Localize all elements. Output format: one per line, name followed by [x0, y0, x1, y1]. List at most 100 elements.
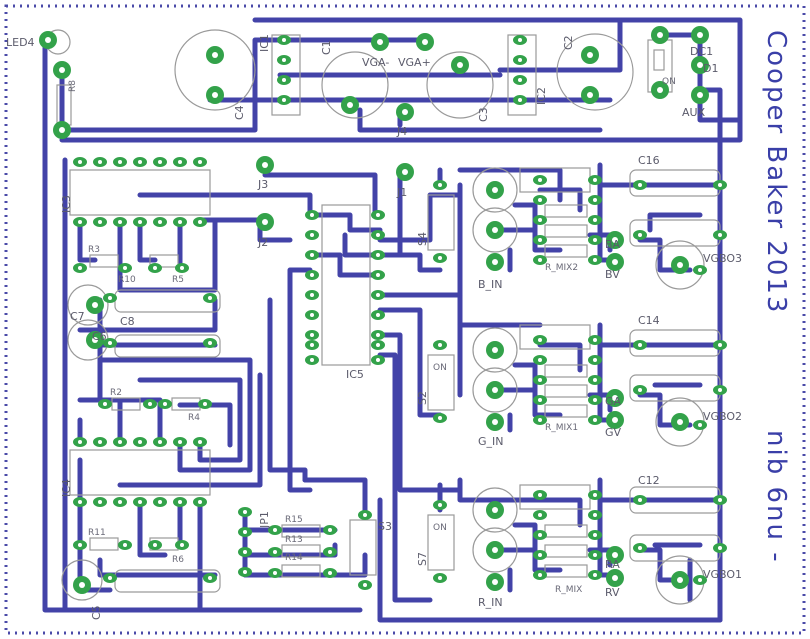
label-ic3: IC3	[60, 195, 73, 213]
drill-hole	[92, 337, 98, 343]
drill-hole	[612, 552, 618, 558]
drill-hole	[593, 493, 597, 497]
drill-hole	[593, 533, 597, 537]
drill-hole	[492, 347, 498, 353]
label-r5: R5	[172, 275, 184, 285]
drill-hole	[98, 220, 102, 224]
drill-hole	[198, 220, 202, 224]
drill-hole	[273, 571, 277, 575]
label-c5: C5	[90, 605, 103, 620]
drill-hole	[538, 218, 542, 222]
drill-hole	[538, 238, 542, 242]
drill-hole	[138, 160, 142, 164]
drill-hole	[98, 500, 102, 504]
drill-hole	[698, 423, 702, 427]
drill-hole	[492, 419, 498, 425]
drill-hole	[118, 500, 122, 504]
drill-hole	[677, 262, 683, 268]
drill-hole	[593, 378, 597, 382]
drill-hole	[118, 220, 122, 224]
drill-hole	[78, 500, 82, 504]
labels: LED4 R8 C4 IC1 C1 VGA- VGA+ C3 IC2 C2 DC…	[6, 30, 791, 620]
label-c6: C6	[92, 330, 107, 343]
label-r8: R8	[68, 80, 78, 92]
drill-hole	[376, 213, 380, 217]
label-aux: AUX	[682, 106, 706, 119]
drill-hole	[697, 62, 703, 68]
drill-hole	[78, 160, 82, 164]
label-c12: C12	[638, 474, 660, 487]
label-c7: C7	[70, 310, 85, 323]
label-d1: D1	[703, 62, 718, 75]
label-ra: RA	[605, 558, 620, 571]
drill-hole	[657, 87, 663, 93]
label-j1: J1	[396, 186, 407, 199]
drill-hole	[718, 233, 722, 237]
label-c8: C8	[120, 315, 135, 328]
drill-hole	[518, 58, 522, 62]
label-c1: C1	[320, 40, 333, 55]
drill-hole	[718, 498, 722, 502]
drill-hole	[78, 266, 82, 270]
drill-hole	[78, 440, 82, 444]
drill-hole	[208, 296, 212, 300]
label-on-s2: ON	[433, 363, 447, 373]
drill-hole	[158, 220, 162, 224]
drill-hole	[376, 273, 380, 277]
label-ic5: IC5	[346, 368, 364, 381]
label-j4: J4	[396, 125, 407, 138]
drill-hole	[492, 387, 498, 393]
label-ba: BA	[605, 238, 621, 251]
drill-hole	[638, 546, 642, 550]
drill-hole	[593, 573, 597, 577]
drill-hole	[538, 338, 542, 342]
drill-hole	[422, 39, 428, 45]
drill-hole	[153, 266, 157, 270]
drill-hole	[612, 575, 618, 581]
drill-hole	[118, 440, 122, 444]
label-r3: R3	[88, 245, 100, 255]
drill-hole	[347, 102, 353, 108]
drill-hole	[198, 500, 202, 504]
drill-hole	[273, 528, 277, 532]
label-r13: R13	[285, 535, 303, 545]
drill-hole	[538, 533, 542, 537]
drill-hole	[438, 343, 442, 347]
drill-hole	[538, 178, 542, 182]
credit-prefix: nib 6nu -	[761, 430, 791, 564]
label-on-s7: ON	[433, 523, 447, 533]
label-jp1: JP1	[258, 511, 271, 529]
drill-hole	[438, 503, 442, 507]
drill-hole	[593, 258, 597, 262]
drill-hole	[593, 553, 597, 557]
drill-hole	[697, 32, 703, 38]
drill-hole	[98, 160, 102, 164]
drill-hole	[123, 266, 127, 270]
drill-hole	[677, 577, 683, 583]
drill-hole	[593, 338, 597, 342]
drill-hole	[612, 237, 618, 243]
drill-hole	[657, 32, 663, 38]
drill-hole	[212, 92, 218, 98]
drill-hole	[492, 259, 498, 265]
drill-hole	[98, 440, 102, 444]
drill-hole	[178, 440, 182, 444]
drill-hole	[78, 220, 82, 224]
drill-hole	[203, 402, 207, 406]
label-rv: RV	[605, 586, 620, 599]
drill-hole	[638, 388, 642, 392]
label-on-dc1: ON	[662, 77, 676, 87]
label-ic2: IC2	[535, 87, 548, 105]
drill-hole	[180, 543, 184, 547]
drill-hole	[103, 402, 107, 406]
drill-hole	[208, 576, 212, 580]
drill-hole	[638, 498, 642, 502]
label-c14: C14	[638, 314, 660, 327]
drill-hole	[612, 395, 618, 401]
drill-hole	[457, 62, 463, 68]
drill-hole	[587, 92, 593, 98]
label-s4: S4	[416, 232, 429, 246]
label-c4: C4	[233, 105, 246, 120]
drill-hole	[376, 333, 380, 337]
drill-hole	[282, 98, 286, 102]
